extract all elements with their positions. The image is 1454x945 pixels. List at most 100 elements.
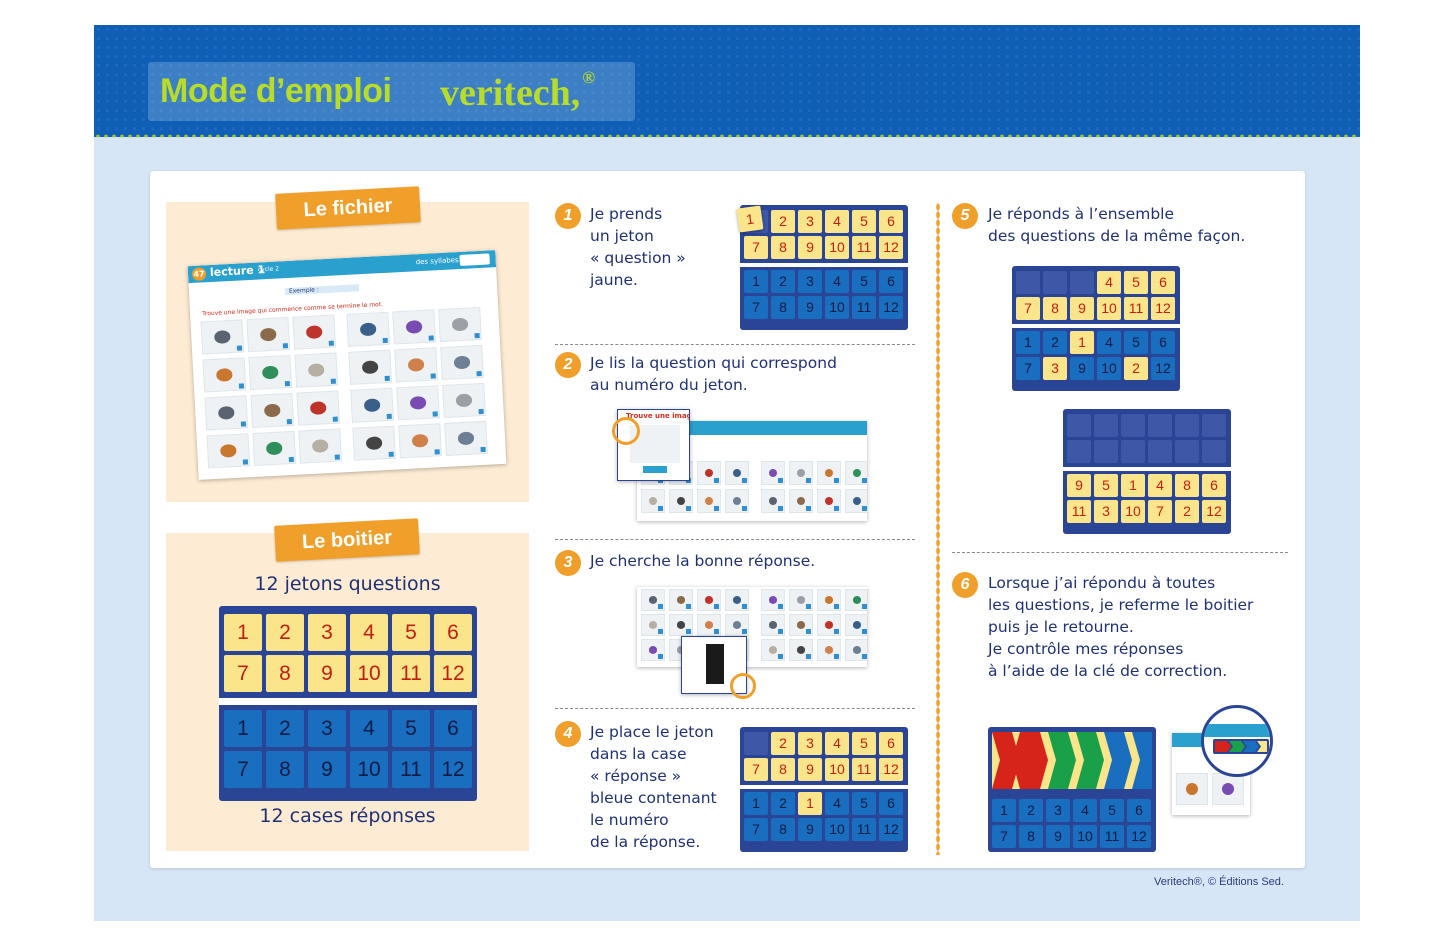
number-badge bbox=[330, 378, 336, 384]
picture-thumbnail bbox=[817, 589, 841, 611]
picture-shape bbox=[796, 646, 806, 654]
number-badge bbox=[238, 383, 245, 389]
answer-slot: 5 bbox=[852, 270, 876, 293]
picture-shape bbox=[453, 355, 471, 370]
picture-thumbnail bbox=[252, 430, 297, 466]
picture-thumbnail bbox=[697, 614, 721, 636]
answer-slot: 5 bbox=[852, 792, 876, 815]
number-badge bbox=[834, 506, 839, 511]
picture-shape bbox=[704, 496, 714, 506]
picture-shape bbox=[768, 621, 778, 629]
step-5-line: des questions de la même façon. bbox=[988, 227, 1246, 245]
number-badge bbox=[242, 459, 249, 465]
number-badge bbox=[778, 629, 783, 634]
picture-shape bbox=[732, 596, 742, 604]
step-2-text: Je lis la question qui correspond au num… bbox=[590, 352, 837, 396]
step-3-text: Je cherche la bonne réponse. bbox=[590, 550, 815, 572]
picture-shape bbox=[259, 327, 277, 342]
picture-thumbnail bbox=[352, 425, 396, 461]
question-token: 12 bbox=[1202, 500, 1226, 523]
question-token: 2 bbox=[771, 210, 795, 233]
question-token: 9 bbox=[1067, 474, 1091, 497]
step-6-number: 6 bbox=[952, 572, 978, 598]
fichier-panel: Le fichier 47 lecture 1 cycle 2 des syll… bbox=[166, 186, 529, 502]
picture-thumbnail bbox=[817, 461, 841, 485]
answer-slot: 4 bbox=[1073, 799, 1097, 822]
correction-key-zoom bbox=[1201, 705, 1273, 777]
answer-slot: 3 bbox=[798, 270, 822, 293]
picture-shape bbox=[676, 596, 686, 604]
step-1-line: Je prends bbox=[590, 205, 663, 223]
question-token: 2 bbox=[1124, 357, 1148, 380]
empty-slot bbox=[1094, 414, 1118, 437]
number-badge bbox=[806, 478, 811, 483]
answer-slot: 5 bbox=[1124, 331, 1148, 354]
picture-shape bbox=[676, 496, 686, 506]
answer-slot: 10 bbox=[825, 818, 849, 841]
question-token: 10 bbox=[825, 236, 849, 259]
question-token: 7 bbox=[744, 236, 768, 259]
picture-thumbnail bbox=[669, 589, 693, 611]
step-6-thumb bbox=[1176, 773, 1208, 805]
column-divider bbox=[936, 203, 940, 855]
answer-slot: 6 bbox=[434, 710, 472, 747]
question-token: 3 bbox=[1094, 500, 1118, 523]
question-token: 1 bbox=[224, 614, 262, 651]
picture-shape bbox=[676, 621, 686, 629]
step-4-line: de la réponse. bbox=[590, 833, 701, 851]
picture-thumbnail bbox=[789, 461, 813, 485]
picture-shape bbox=[852, 496, 862, 506]
number-badge bbox=[686, 506, 691, 511]
number-badge bbox=[384, 375, 390, 382]
empty-slot bbox=[1175, 440, 1199, 463]
answer-slot: 2 bbox=[1019, 799, 1043, 822]
answer-slot: 11 bbox=[852, 296, 876, 319]
question-token: 6 bbox=[879, 210, 903, 233]
question-token: 7 bbox=[1016, 297, 1040, 320]
divider-1-2 bbox=[555, 344, 915, 345]
picture-thumbnail bbox=[294, 352, 339, 388]
picture-thumbnail bbox=[845, 589, 867, 611]
answer-slot: 6 bbox=[879, 270, 903, 293]
answer-slot: 4 bbox=[350, 710, 388, 747]
question-token: 6 bbox=[1202, 474, 1226, 497]
empty-slot bbox=[1043, 271, 1067, 294]
question-token: 11 bbox=[392, 655, 430, 692]
number-badge bbox=[332, 416, 338, 422]
picture-thumbnail bbox=[641, 614, 665, 636]
picture-shape bbox=[796, 496, 806, 506]
picture-shape bbox=[768, 496, 778, 506]
picture-shape bbox=[265, 441, 283, 456]
picture-shape bbox=[796, 596, 806, 604]
number-badge bbox=[434, 449, 440, 455]
answer-slot: 4 bbox=[1097, 331, 1121, 354]
title-box: Mode d’emploi veritech,® bbox=[148, 62, 635, 121]
number-badge bbox=[334, 454, 340, 460]
step-3-highlight-circle bbox=[730, 673, 756, 699]
picture-thumbnail bbox=[438, 306, 482, 343]
answer-slot: 4 bbox=[825, 792, 849, 815]
answer-slot: 9 bbox=[308, 751, 346, 788]
picture-thumbnail bbox=[641, 589, 665, 611]
picture-thumbnail bbox=[789, 589, 813, 611]
answer-slot: 1 bbox=[744, 792, 768, 815]
answer-slot: 5 bbox=[392, 710, 430, 747]
step-2-line: Je lis la question qui correspond bbox=[590, 354, 837, 372]
number-badge bbox=[742, 506, 747, 511]
number-badge bbox=[428, 335, 434, 341]
picture-shape bbox=[852, 596, 862, 604]
question-token: 2 bbox=[266, 614, 304, 651]
number-badge bbox=[714, 478, 719, 483]
picture-shape bbox=[305, 325, 323, 339]
question-token: 1 bbox=[1121, 474, 1145, 497]
picture-thumbnail bbox=[817, 489, 841, 513]
picture-thumbnail bbox=[641, 489, 665, 513]
picture-shape bbox=[824, 496, 834, 506]
step-4-line: « réponse » bbox=[590, 767, 682, 785]
question-token: 8 bbox=[266, 655, 304, 692]
picture-thumbnail bbox=[697, 461, 721, 485]
zoom-color-code bbox=[1215, 741, 1267, 752]
